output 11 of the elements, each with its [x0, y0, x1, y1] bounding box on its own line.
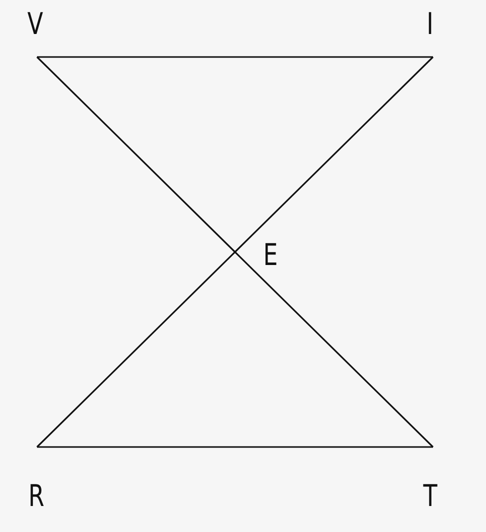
line-segment	[36, 56, 236, 253]
point-label: I	[426, 10, 434, 40]
point-label: V	[27, 10, 44, 40]
point-label: E	[263, 241, 278, 271]
line-segment	[36, 251, 236, 448]
point-label: R	[28, 482, 44, 512]
line-segment	[234, 251, 434, 448]
point-label: T	[423, 482, 438, 512]
line-segment	[37, 56, 433, 58]
line-segment	[234, 56, 434, 253]
line-segment	[37, 446, 433, 448]
